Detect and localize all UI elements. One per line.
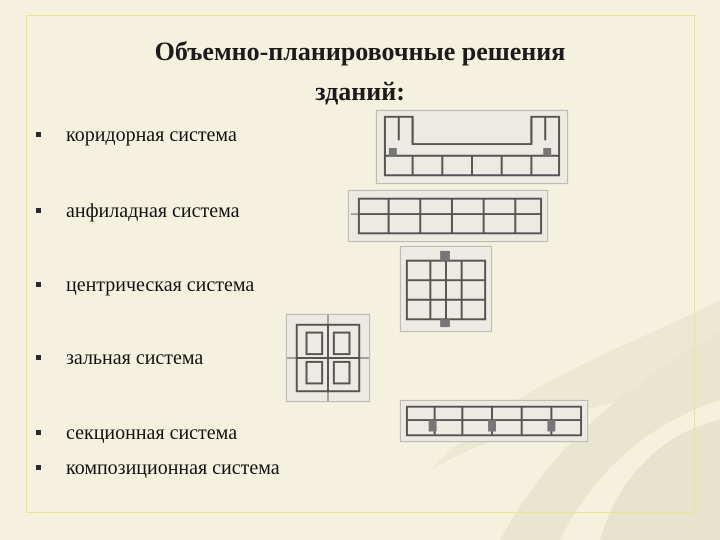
list-item-label: центрическая система <box>66 274 255 296</box>
list-item-label: секционная система <box>66 422 238 444</box>
hall-plan-icon <box>286 314 370 402</box>
list-item-label: композиционная система <box>66 457 280 479</box>
list-item-label: анфиладная система <box>66 200 240 222</box>
list-item-label: коридорная система <box>66 124 237 146</box>
page-title: Объемно-планировочные решения зданий: <box>60 32 660 112</box>
slide-frame <box>26 15 695 513</box>
section-plan-icon <box>400 400 588 442</box>
corridor-plan-icon <box>376 110 568 184</box>
bullet-icon <box>36 355 41 360</box>
bullet-icon <box>36 132 41 137</box>
bullet-icon <box>36 430 41 435</box>
enfilade-plan-icon <box>348 190 548 242</box>
title-line-1: Объемно-планировочные решения <box>154 37 566 66</box>
bullet-icon <box>36 465 41 470</box>
centric-plan-icon <box>400 246 492 332</box>
bullet-icon <box>36 282 41 287</box>
title-line-2: зданий: <box>315 77 405 106</box>
list-item-label: зальная система <box>66 347 204 369</box>
bullet-icon <box>36 208 41 213</box>
